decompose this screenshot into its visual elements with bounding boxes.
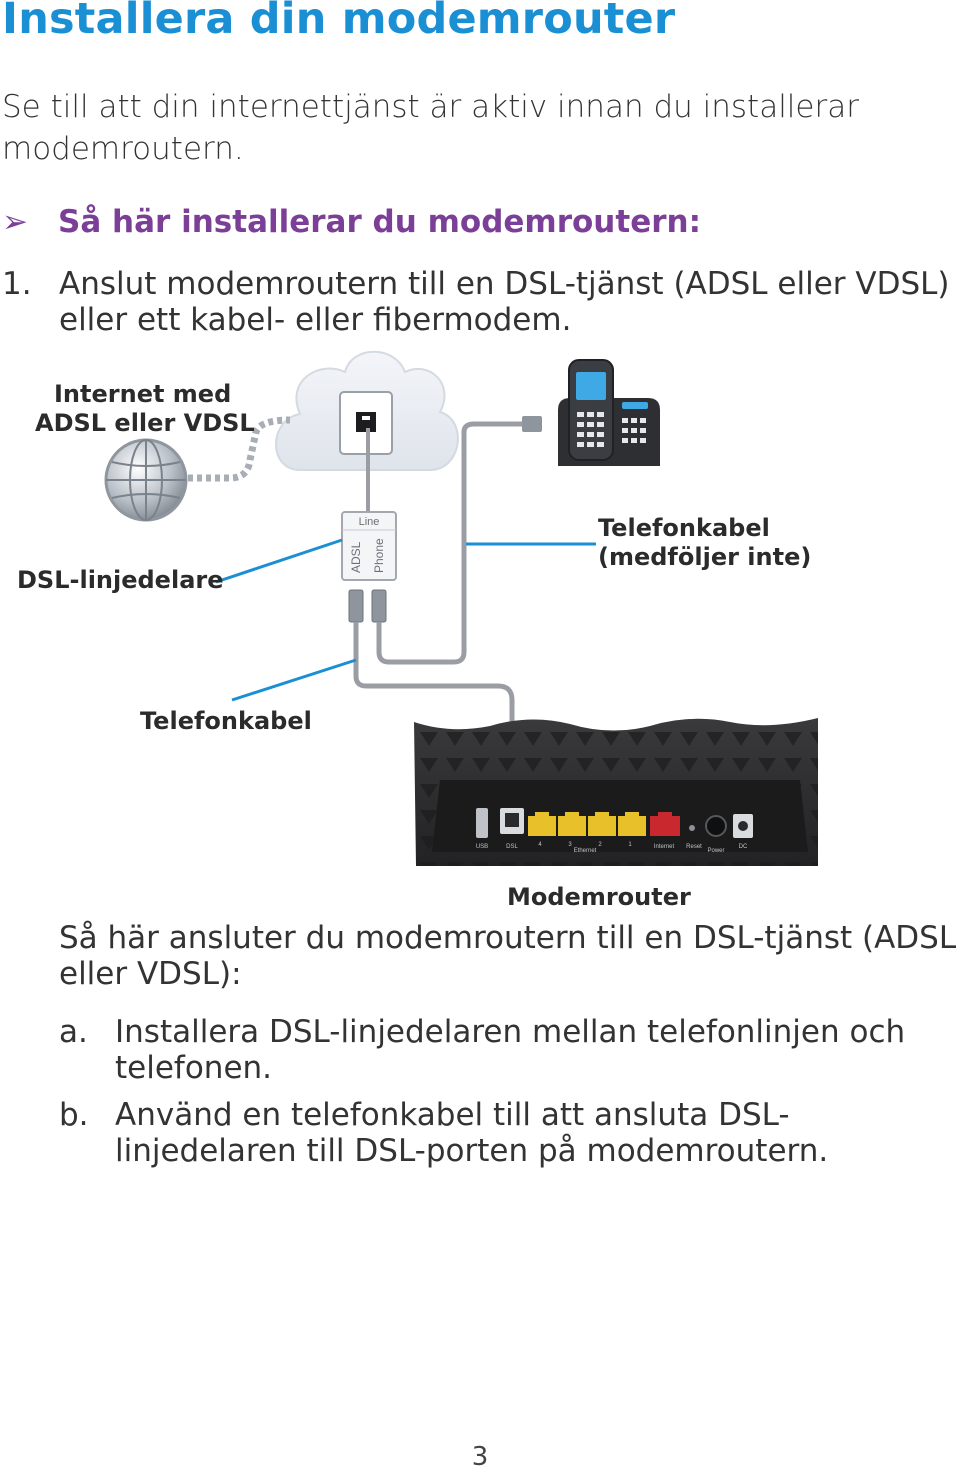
- substep-text: Använd en telefonkabel till att ansluta …: [115, 1097, 829, 1169]
- router-port-usb: USB: [476, 844, 488, 850]
- step-number: 1.: [2, 266, 32, 302]
- globe-icon: [104, 438, 188, 522]
- page-title: Installera din modemrouter: [2, 0, 676, 44]
- page-number: 3: [471, 1442, 489, 1472]
- router-ethernet-label: Ethernet: [574, 848, 597, 854]
- splitter-port-adsl: ADSL: [349, 541, 363, 573]
- router-label: Modemrouter: [507, 883, 691, 911]
- internet-label-line1: Internet med: [54, 380, 232, 408]
- phone-cable-label-line2: (medföljer inte): [598, 543, 812, 571]
- substep-letter: b.: [59, 1097, 89, 1133]
- router-port-1: 1: [628, 842, 632, 848]
- cable-label: Telefonkabel: [140, 707, 312, 735]
- router-icon: USB DSL 4 3 2 1 Internet Reset Power DC …: [414, 718, 818, 866]
- substep-b: b. Använd en telefonkabel till att anslu…: [59, 1097, 959, 1177]
- splitter-port-phone: Phone: [372, 538, 386, 573]
- section-title-text: Så här installerar du modemroutern:: [58, 204, 701, 240]
- router-port-3: 3: [568, 842, 572, 848]
- telephone-icon: [558, 359, 660, 466]
- phone-cable-label-line1: Telefonkabel: [598, 514, 770, 542]
- substep-letter: a.: [59, 1014, 88, 1050]
- splitter-label: DSL-linjedelare: [17, 566, 224, 594]
- section-title: ➢ Så här installerar du modemroutern:: [2, 204, 701, 240]
- router-port-2: 2: [598, 842, 602, 848]
- arrow-bullet-icon: ➢: [2, 204, 28, 240]
- substep-a: a. Installera DSL-linjedelaren mellan te…: [59, 1014, 959, 1094]
- router-port-internet: Internet: [654, 844, 675, 850]
- router-port-dsl: DSL: [506, 844, 518, 850]
- router-port-dc: DC: [739, 844, 748, 850]
- router-port-4: 4: [538, 842, 542, 848]
- splitter-icon: Line ADSL Phone: [341, 511, 397, 623]
- router-port-power: Power: [707, 848, 724, 854]
- dsl-instructions-intro: Så här ansluter du modemroutern till en …: [59, 920, 957, 992]
- splitter-port-line: Line: [359, 516, 380, 528]
- router-port-reset: Reset: [686, 844, 702, 850]
- internet-label-line2: ADSL eller VDSL: [35, 409, 255, 437]
- step-text: Anslut modemroutern till en DSL-tjänst (…: [59, 266, 950, 338]
- substep-text: Installera DSL-linjedelaren mellan telef…: [115, 1014, 906, 1086]
- intro-paragraph: Se till att din internettjänst är aktiv …: [2, 89, 859, 167]
